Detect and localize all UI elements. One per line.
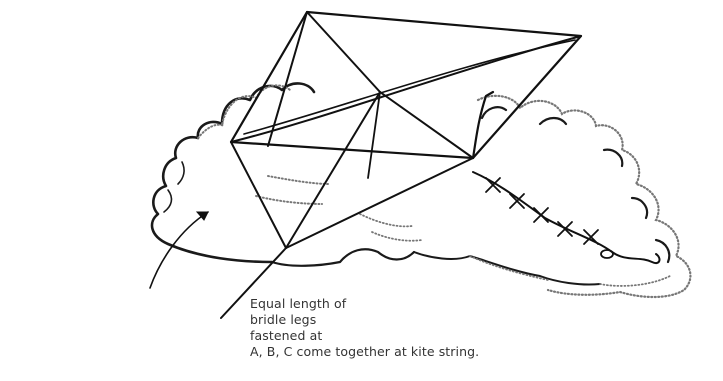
pointer-arrow (150, 212, 208, 288)
kite-frame (231, 12, 581, 178)
caption-line-1: Equal length of (250, 296, 479, 312)
caption-line-4: A, B, C come together at kite string. (250, 344, 479, 360)
caption: Equal length of bridle legs fastened at … (250, 296, 479, 360)
left-cloud (152, 83, 414, 265)
kite-tail (473, 172, 659, 263)
caption-line-2: bridle legs (250, 312, 479, 328)
bridle-legs (231, 92, 473, 248)
caption-line-3: fastened at (250, 328, 479, 344)
right-cloud (414, 96, 690, 297)
wind-strokes (256, 176, 422, 241)
